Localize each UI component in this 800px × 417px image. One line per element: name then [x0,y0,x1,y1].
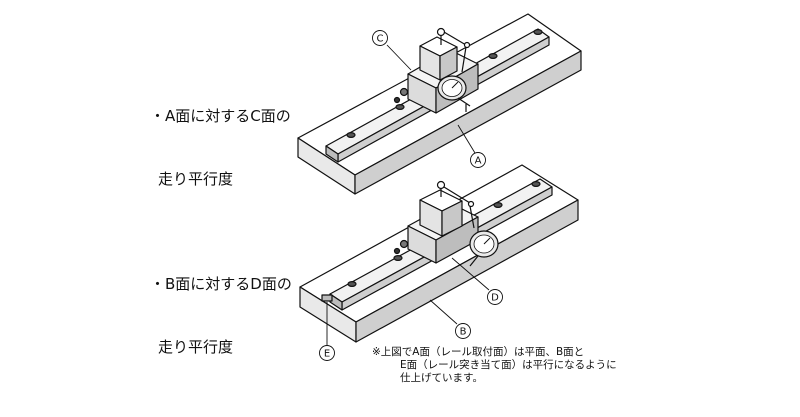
upper-rail-hole [533,29,543,36]
callout-b-circle [455,323,471,339]
upper-dial-needle [451,81,459,89]
lower-grease-nipple [399,239,409,249]
caption-line: ・B面に対するD面の [150,275,292,293]
upper-assembly [297,13,582,195]
caption-line: ・A面に対するC面の [150,107,291,125]
caption-line: 走り平行度 [158,338,234,356]
caption-b-to-d-parallelism: ・B面に対するD面の 走り平行度 [150,232,292,379]
caption-a-to-c-parallelism: ・A面に対するC面の 走り平行度 [150,64,291,211]
callout-a-leader [457,124,476,154]
callout-labels: C A D B E [324,34,499,360]
callout-c-circle [372,30,388,46]
lower-rail-hole [393,255,403,262]
upper-grease-nipple [393,96,401,104]
lower-arm-down [469,205,475,229]
footnote: ※上図でA面（レール取付面）は平面、B面と E面（レール突き当て面）は平行になる… [372,346,617,385]
upper-rail-hole [395,103,405,110]
callout-c-label: C [377,34,384,45]
caption-line: 走り平行度 [158,170,234,188]
upper-arm-down [461,46,467,73]
upper-rail-hole [346,132,356,139]
callout-e-label: E [324,349,330,360]
callout-a-label: A [475,156,482,167]
upper-stand-knob [436,27,446,37]
callout-d-label: D [491,293,499,304]
callout-b-label: B [460,327,467,338]
lower-arm-knob [467,200,475,208]
upper-rail-end [325,145,339,163]
upper-stand-side [439,46,458,81]
footnote-line: E面（レール突き当て面）は平行になるように [400,359,617,371]
callout-e-circle [319,345,335,361]
lower-rail-hole [493,202,503,209]
footnote-line: ※上図でA面（レール取付面）は平面、B面と [372,346,585,358]
callouts [319,30,503,361]
lower-rail-hole [531,181,541,188]
callout-a-circle [470,152,486,168]
callout-c-leader [386,44,412,71]
callout-d-leader [451,257,490,291]
footnote-line: 仕上げています。 [400,372,483,384]
upper-arm-knob [463,41,471,49]
lower-stand-arm [443,186,471,204]
lower-stand-side [441,200,463,237]
upper-base-side [354,50,582,195]
upper-rail-hole [488,52,498,59]
e-face-edge [321,294,333,302]
callout-d-circle [487,289,503,305]
callout-b-leader [429,299,458,325]
lower-rail-hole [347,281,357,288]
upper-stand-arm [443,31,467,46]
upper-dial-stem [457,97,471,107]
upper-grease-nipple [399,87,409,97]
lower-stand-knob [436,180,446,190]
lower-grease-nipple [393,247,401,255]
lower-assembly [299,164,579,343]
lower-dial-needle [483,237,491,245]
lower-dial-stem [469,255,479,267]
